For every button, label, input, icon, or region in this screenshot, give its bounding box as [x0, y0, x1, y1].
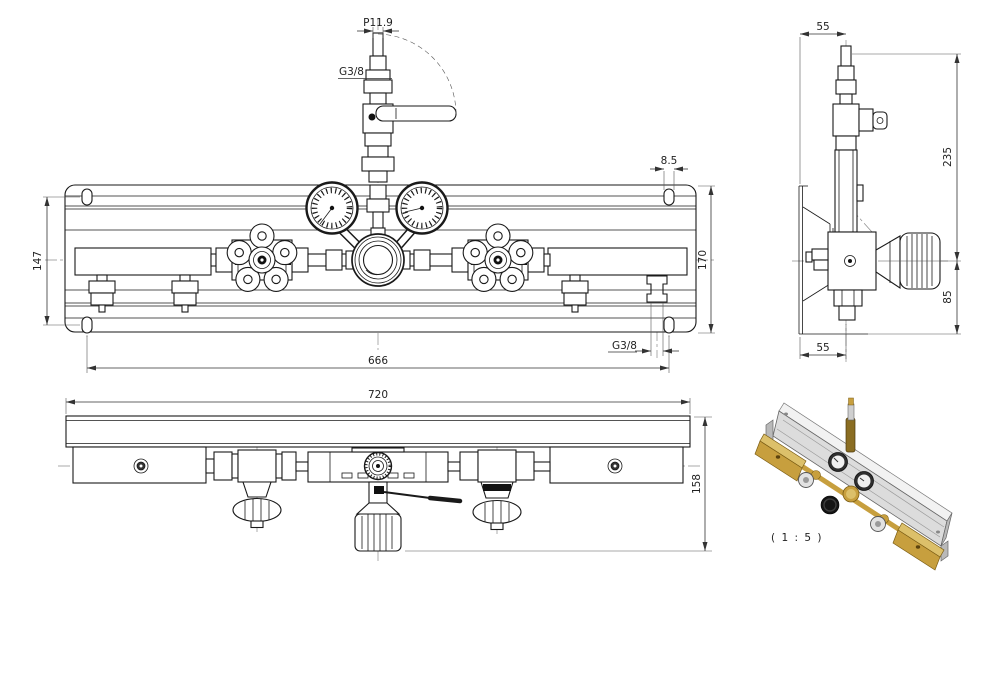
side-lever-end [872, 111, 888, 130]
diaphragm-valve-left [226, 223, 298, 292]
dim-side-offset-bottom: 55 [816, 342, 829, 354]
dim-thread-bottom: G3/8 [612, 340, 637, 352]
plan-dimensions: 720 158 [65, 389, 712, 552]
iso-rail-end [940, 512, 953, 547]
valve-lever [375, 105, 457, 122]
lever-swing-arc [377, 33, 457, 115]
purge-fitting [561, 274, 589, 313]
plan-valve-lever [383, 491, 431, 499]
regulator-knob [354, 513, 402, 552]
dim-slot-spacing: 147 [32, 251, 44, 271]
pressure-gauge-left [305, 181, 361, 249]
iso-top-valve [845, 417, 856, 453]
mount-slot [81, 316, 93, 334]
isometric-view: ( 1 : 5 ) [754, 397, 953, 571]
dim-thread-top: G3/8 [339, 66, 364, 78]
dim-slot-width: 8.5 [661, 155, 678, 167]
front-dimensions: P11.9 G3/8 8.5 147 170 [32, 17, 715, 373]
dim-side-offset-top: 55 [816, 21, 829, 33]
dim-port-span: 666 [368, 355, 388, 367]
mount-slot [663, 316, 675, 334]
plan-view: 720 158 [58, 389, 712, 562]
dim-probe-diameter: P11.9 [363, 17, 393, 29]
dim-side-height-above: 235 [942, 147, 954, 167]
side-dimensions: 55 235 85 55 [799, 21, 961, 359]
plan-block-left [72, 446, 207, 484]
pressure-gauge-right [395, 181, 449, 248]
dim-overall-depth: 158 [691, 474, 703, 494]
gauge-needle [319, 207, 333, 225]
purge-fitting [171, 274, 199, 313]
rail-profile [65, 415, 691, 448]
mount-slot [81, 188, 93, 206]
front-view: P11.9 G3/8 8.5 147 170 [32, 17, 716, 373]
manifold-block-right [547, 247, 688, 276]
side-valve-stack [832, 45, 888, 233]
mount-slot [663, 188, 675, 206]
plan-valve-left [205, 449, 309, 529]
gauge-needle [404, 207, 423, 213]
plan-block-right [549, 446, 684, 484]
iso-block-right [892, 529, 941, 571]
plan-valve-right [447, 449, 551, 531]
side-view: 55 235 85 55 [792, 21, 961, 362]
dim-panel-height: 170 [697, 250, 709, 270]
iso-block-left [754, 440, 803, 482]
iso-flange-right [940, 540, 949, 562]
side-regulator [805, 231, 941, 321]
plan-regulator [307, 447, 463, 552]
iso-scale-label: ( 1 : 5 ) [771, 532, 823, 544]
manifold-block-left [74, 247, 212, 276]
diaphragm-valve-right [462, 223, 534, 292]
dim-side-height-below: 85 [942, 290, 954, 303]
outlet-fitting-sectioned [646, 275, 668, 303]
purge-fitting [88, 274, 116, 313]
side-centerlines [792, 40, 948, 362]
dim-overall-width: 720 [368, 389, 388, 401]
pressure-regulator [345, 233, 411, 287]
